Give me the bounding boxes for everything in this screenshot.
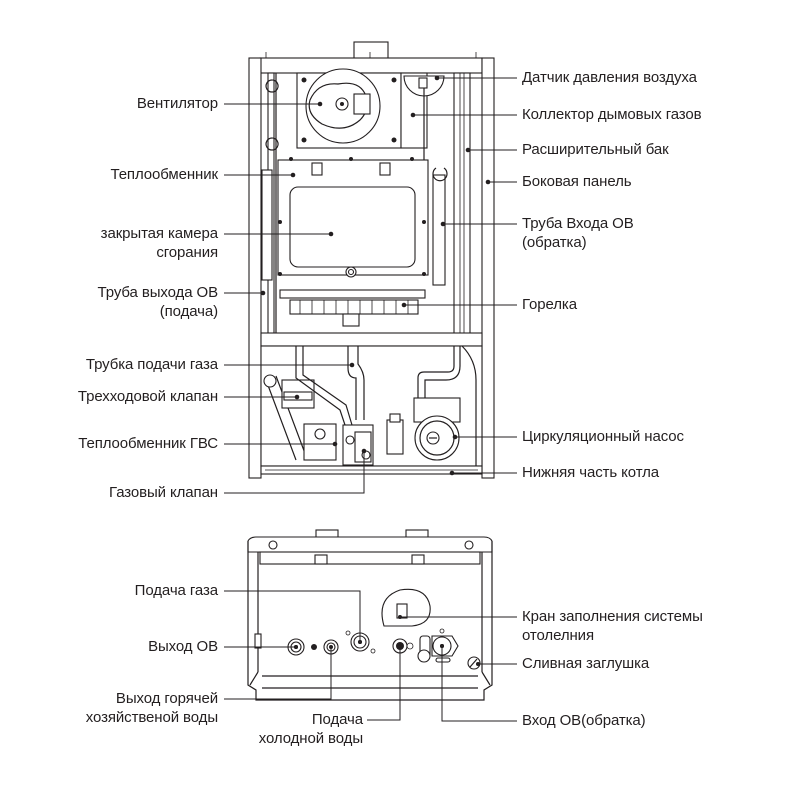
label-heating-outlet: Выход ОВ — [148, 638, 218, 655]
label-cold-water-inlet: Подача холодной воды — [258, 711, 363, 747]
top-cover — [259, 57, 483, 74]
label-system-fill-tap: Кран заполнения системы отолелния — [522, 608, 703, 644]
combustion-chamber — [289, 186, 416, 268]
shelf — [260, 332, 483, 347]
label-burner: Горелка — [522, 296, 577, 313]
label-dhw-outlet: Выход горячей хозяйственой воды — [85, 690, 218, 726]
label-side-panel: Боковая панель — [522, 173, 632, 190]
label-flue-gas-collector: Коллектор дымовых газов — [522, 106, 702, 123]
label-air-pressure-sensor: Датчик давления воздуха — [522, 69, 697, 86]
label-closed-combustion-chamber: закрытая камера сгорания — [100, 225, 218, 261]
label-gas-valve: Газовый клапан — [109, 484, 218, 501]
heating-return-inlet-connection — [431, 628, 459, 663]
flue-outlet — [353, 41, 389, 60]
label-gas-supply-tube: Трубка подачи газа — [85, 356, 218, 373]
side-panel — [481, 57, 495, 479]
burner — [279, 289, 426, 299]
label-boiler-bottom: Нижняя часть котла — [522, 464, 660, 481]
label-drain-plug: Сливная заглушка — [522, 655, 650, 672]
label-circulation-pump: Циркуляционный насос — [522, 428, 684, 445]
label-expansion-tank: Расширительный бак — [522, 141, 669, 158]
leader-lines — [224, 75, 517, 722]
boiler-bottom-view — [247, 529, 493, 701]
label-gas-supply: Подача газа — [134, 582, 218, 599]
label-heating-return-pipe: Труба Входа ОВ (обратка) — [522, 215, 634, 251]
expansion-tank — [453, 72, 471, 344]
label-dhw-heat-exchanger: Теплообменник ГВС — [78, 435, 218, 452]
label-three-way-valve: Трехходовой клапан — [77, 388, 218, 405]
label-heat-exchanger: Теплообменник — [110, 166, 218, 183]
label-fan: Вентилятор — [136, 95, 218, 112]
label-heating-return-inlet: Вход ОВ(обратка) — [522, 712, 646, 729]
left-side-rail — [248, 57, 262, 479]
label-heating-outlet-pipe: Труба выхода ОВ (подача) — [97, 284, 219, 320]
gas-supply-tube — [347, 346, 365, 420]
heating-return-pipe — [432, 174, 446, 286]
boiler-front-view — [248, 41, 495, 479]
